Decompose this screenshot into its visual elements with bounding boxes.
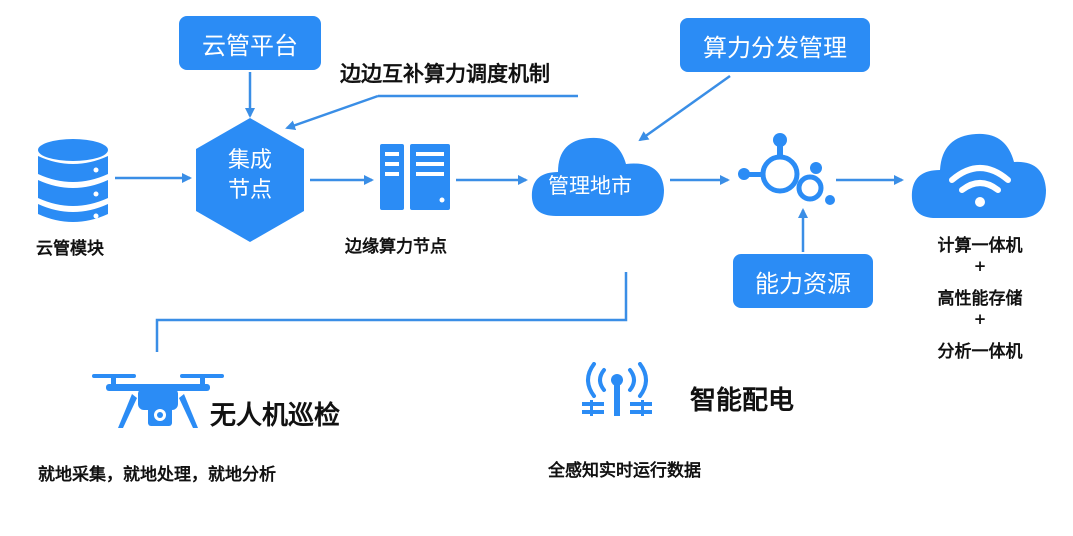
right-stack-1: 计算一体机 xyxy=(937,236,1023,256)
right-stack-3: 高性能存储 xyxy=(937,289,1023,309)
drone-desc: 就地采集，就地处理，就地分析 xyxy=(38,465,276,485)
cloud-module-label: 云管模块 xyxy=(36,239,104,259)
management-city-label: 管理地市 xyxy=(548,174,632,198)
right-stack-2: + xyxy=(973,257,987,275)
wifi-cloud-icon xyxy=(911,133,1046,218)
line-city-to-drone xyxy=(155,272,628,352)
compute-dispatch-box: 算力分发管理 xyxy=(680,18,870,72)
capability-resource-box: 能力资源 xyxy=(733,254,873,308)
power-desc: 全感知实时运行数据 xyxy=(548,461,701,481)
edge-compute-label: 边缘算力节点 xyxy=(345,237,447,257)
integration-node-hexagon xyxy=(196,118,304,242)
arrow-mechanism-diag xyxy=(285,94,379,131)
drone-icon xyxy=(92,374,224,428)
drone-title: 无人机巡检 xyxy=(210,401,341,431)
arrow-dispatch-to-city xyxy=(638,74,731,142)
cloud-city-icon xyxy=(531,137,664,216)
mechanism-label: 边边互补算力调度机制 xyxy=(340,62,550,86)
power-title: 智能配电 xyxy=(690,386,795,416)
right-stack-4: + xyxy=(973,310,987,328)
server-icon xyxy=(380,144,450,210)
network-hub-icon xyxy=(738,133,835,205)
right-stack-5: 分析一体机 xyxy=(937,342,1023,362)
database-icon xyxy=(38,139,108,222)
integration-node-label: 集成 节点 xyxy=(227,148,272,203)
power-signal-icon xyxy=(582,362,652,416)
cloud-platform-box: 云管平台 xyxy=(179,16,321,70)
